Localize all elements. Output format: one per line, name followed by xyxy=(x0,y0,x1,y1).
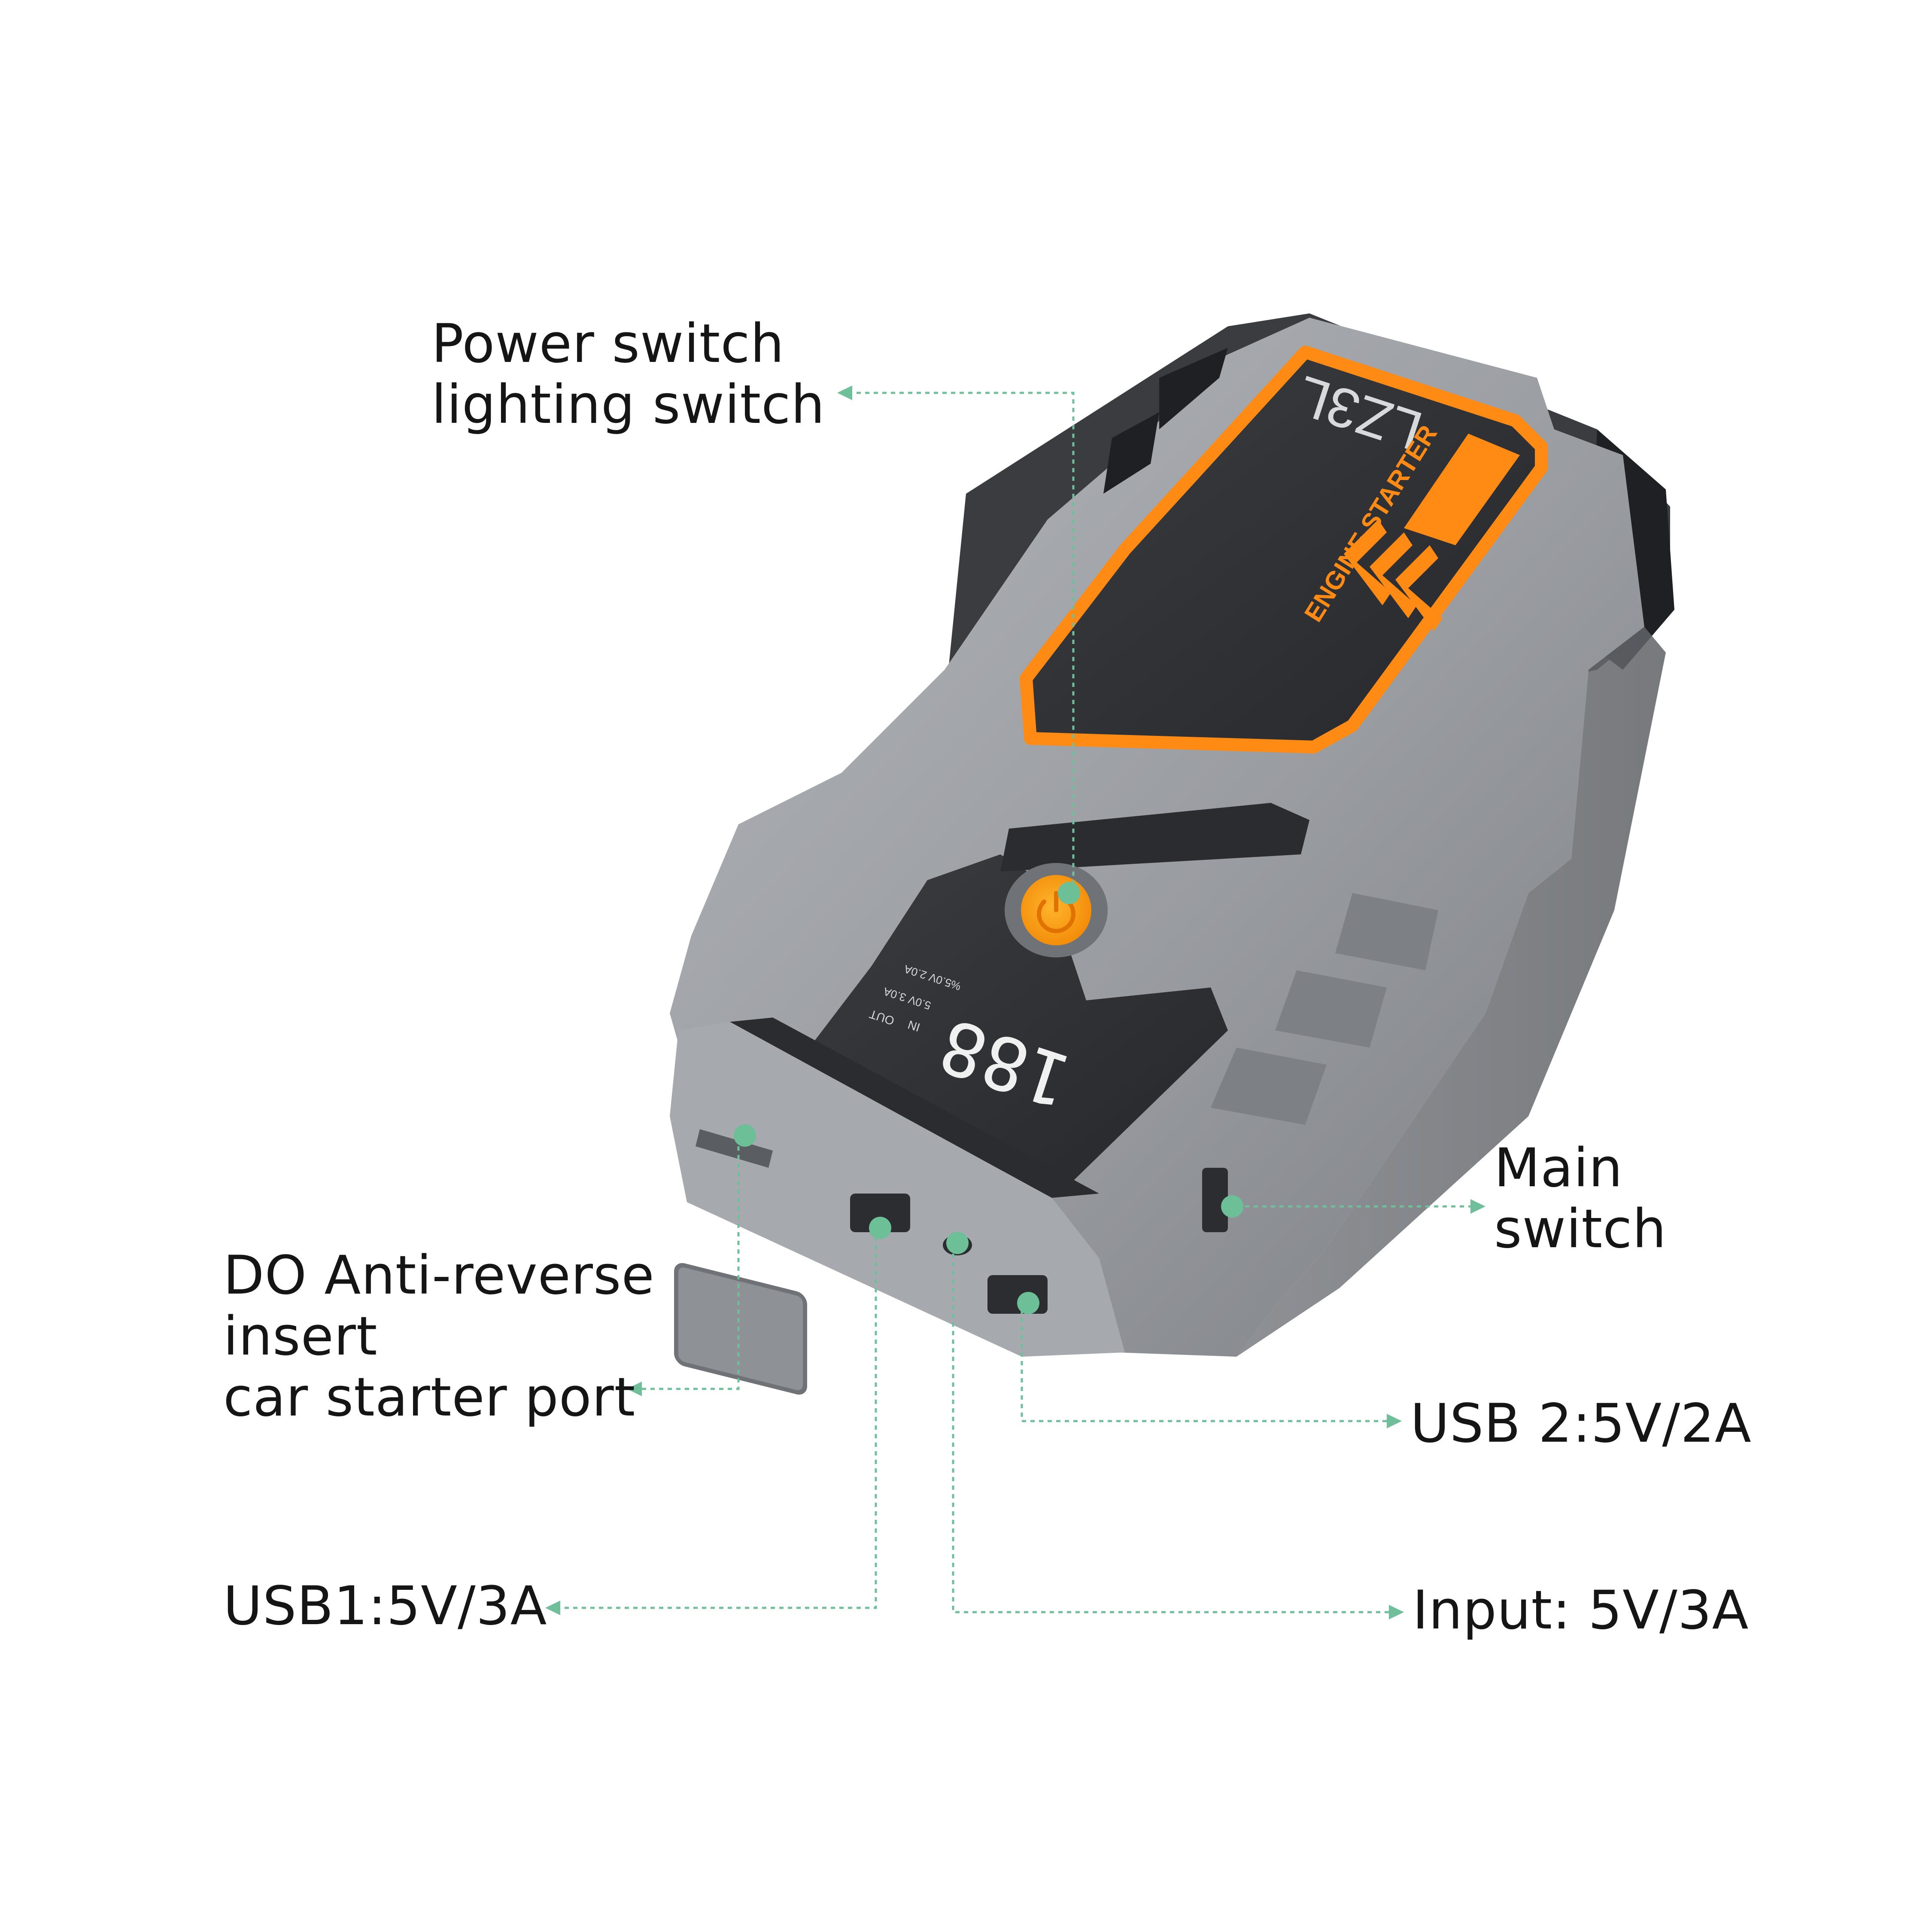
car-starter-port[interactable] xyxy=(674,1263,807,1395)
callout-line: car starter port xyxy=(223,1367,636,1428)
vent-slot xyxy=(1159,348,1228,429)
callout-main-switch: Main switch xyxy=(1494,1138,1667,1260)
front-bumper xyxy=(670,1022,1125,1357)
main-switch[interactable] xyxy=(1202,1168,1228,1232)
callout-line: lighting switch xyxy=(431,374,825,436)
callout-line: USB1:5V/3A xyxy=(223,1575,547,1637)
callout-power-switch: Power switch lighting switch xyxy=(431,313,825,435)
callout-input: Input: 5V/3A xyxy=(1413,1580,1749,1641)
leader-lines xyxy=(558,392,1473,1613)
accent-slit xyxy=(1000,803,1309,872)
usb2-port[interactable] xyxy=(987,1275,1048,1314)
chevron-mark xyxy=(1370,532,1417,618)
callout-usb1: USB1:5V/3A xyxy=(223,1576,547,1637)
vent-slot xyxy=(1103,412,1159,494)
device-side-face xyxy=(1236,627,1666,1357)
chevron-mark xyxy=(1395,545,1443,631)
callout-line: DO Anti-reverse xyxy=(223,1245,655,1306)
callout-line: Power switch xyxy=(431,313,785,375)
side-ridge xyxy=(1211,1048,1327,1125)
callout-usb2: USB 2:5V/2A xyxy=(1410,1393,1752,1454)
chevron-mark xyxy=(1344,519,1391,605)
callout-car-starter-port: DO Anti-reverse insert car starter port xyxy=(223,1245,655,1428)
callout-line: switch xyxy=(1494,1198,1667,1260)
callout-line: Input: 5V/3A xyxy=(1413,1580,1749,1641)
front-bumper-lip xyxy=(730,1018,1099,1198)
badge-block xyxy=(1404,434,1520,545)
callout-line: insert xyxy=(223,1306,378,1367)
callout-line: Main xyxy=(1494,1137,1623,1199)
side-ridge xyxy=(1275,970,1387,1048)
upper-panel xyxy=(1020,346,1548,753)
usb1-port[interactable] xyxy=(850,1194,910,1232)
leader-arrowheads xyxy=(545,386,1485,1619)
side-ridge xyxy=(1335,893,1438,970)
callout-line: USB 2:5V/2A xyxy=(1410,1393,1752,1455)
car-starter-port-inner xyxy=(696,1129,773,1168)
callout-dots xyxy=(734,882,1243,1314)
power-icon xyxy=(1037,891,1075,933)
